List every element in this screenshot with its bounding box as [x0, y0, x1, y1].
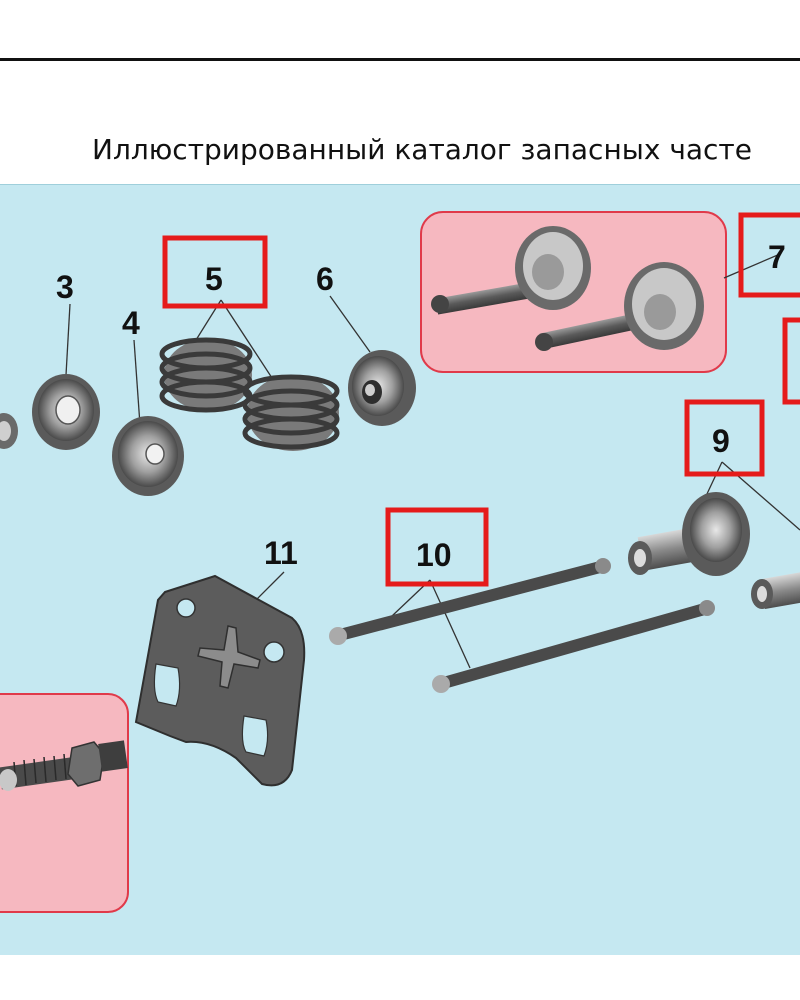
part-3-washer: [32, 374, 100, 450]
callout-label-3: 3: [56, 269, 74, 305]
page-title: Иллюстрированный каталог запасных часте: [92, 133, 752, 166]
part-4-washer: [112, 416, 184, 496]
callout-label-11: 11: [264, 535, 298, 571]
callout-box-9: [684, 399, 765, 477]
part-11-guide-plate: [134, 574, 306, 787]
part-5-spring-a: [159, 337, 253, 413]
callout-box-10: [385, 507, 489, 587]
callout-label-10: 10: [416, 537, 452, 573]
part-5-spring-b: [242, 374, 340, 451]
callout-boxes: [162, 212, 800, 587]
callout-label-6: 6: [316, 261, 334, 297]
part-6-seal: [348, 350, 416, 426]
bolt-part: [0, 740, 128, 791]
partial-washer-left: [0, 413, 18, 449]
callout-box-7: [738, 212, 800, 298]
part-9-tappet-b: [751, 569, 800, 609]
callout-label-4: 4: [122, 305, 140, 341]
part-9-tappet-a: [628, 492, 750, 576]
callout-label-5: 5: [205, 261, 223, 297]
callout-box-5: [162, 235, 268, 309]
top-rule: [0, 58, 800, 61]
part-7-valve-b: [535, 262, 704, 351]
callout-label-7: 7: [768, 239, 786, 275]
callout-label-9: 9: [712, 423, 730, 459]
part-7-valve-a: [431, 226, 591, 315]
leader-lines: [65, 253, 800, 669]
part-10-pushrod-b: [432, 600, 715, 693]
part-10-pushrod-a: [329, 558, 611, 645]
callout-box-8-partial: [782, 317, 800, 405]
highlight-zone-bolt: [0, 693, 129, 913]
